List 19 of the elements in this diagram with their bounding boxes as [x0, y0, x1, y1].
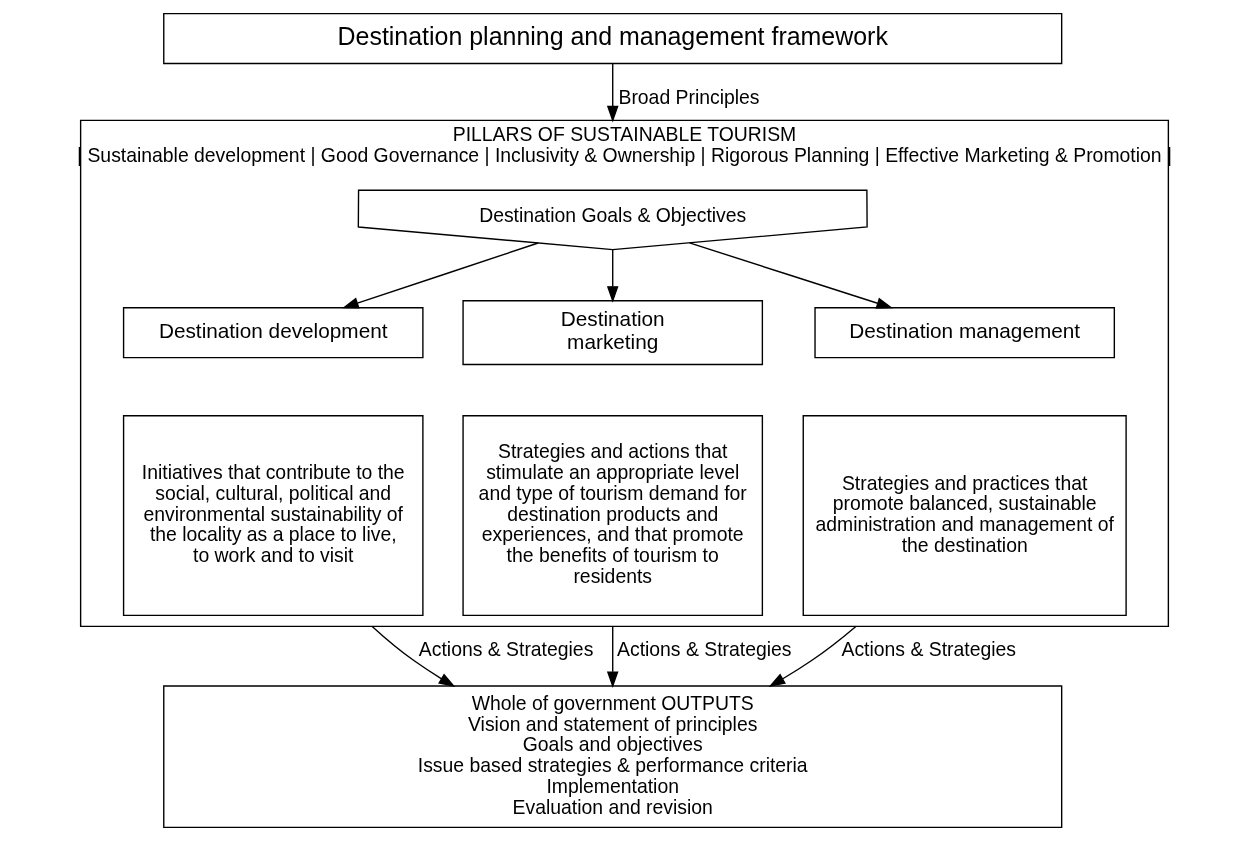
arrow	[768, 625, 857, 687]
node-box: Destination management	[814, 307, 1116, 359]
node-box: Strategies and practices that promote balanced, sustainable administration and management of the destination	[802, 415, 1127, 616]
node-box: Whole of government OUTPUTS Vision and statement of principles Goals and objectives Issue based strategies & performance criteria Implementation Evaluation and revision	[163, 685, 1063, 829]
arrow	[606, 62, 619, 123]
edge-label: Broad Principles	[618, 86, 760, 109]
arrow	[371, 625, 456, 687]
edge-label: Actions & Strategies	[418, 637, 594, 660]
node-box: Destination development	[122, 307, 424, 359]
arrow	[342, 242, 539, 309]
node-box: Destination planning and management framework	[163, 12, 1063, 65]
node-box: Initiatives that contribute to the social, cultural, political and environmental sustainability of the locality as a place to live, to work and to visit	[122, 415, 424, 616]
edge-label: Actions & Strategies	[841, 637, 1016, 660]
node-box: Destination marketing	[462, 300, 764, 366]
arrow	[606, 625, 619, 689]
arrow	[606, 249, 619, 303]
node-box: Strategies and actions that stimulate an appropriate level and type of tourism demand for destination products and experiences, and that promote the benefits of tourism to residents	[462, 415, 764, 616]
arrow	[688, 242, 894, 309]
edge-label: Actions & Strategies	[617, 637, 792, 660]
